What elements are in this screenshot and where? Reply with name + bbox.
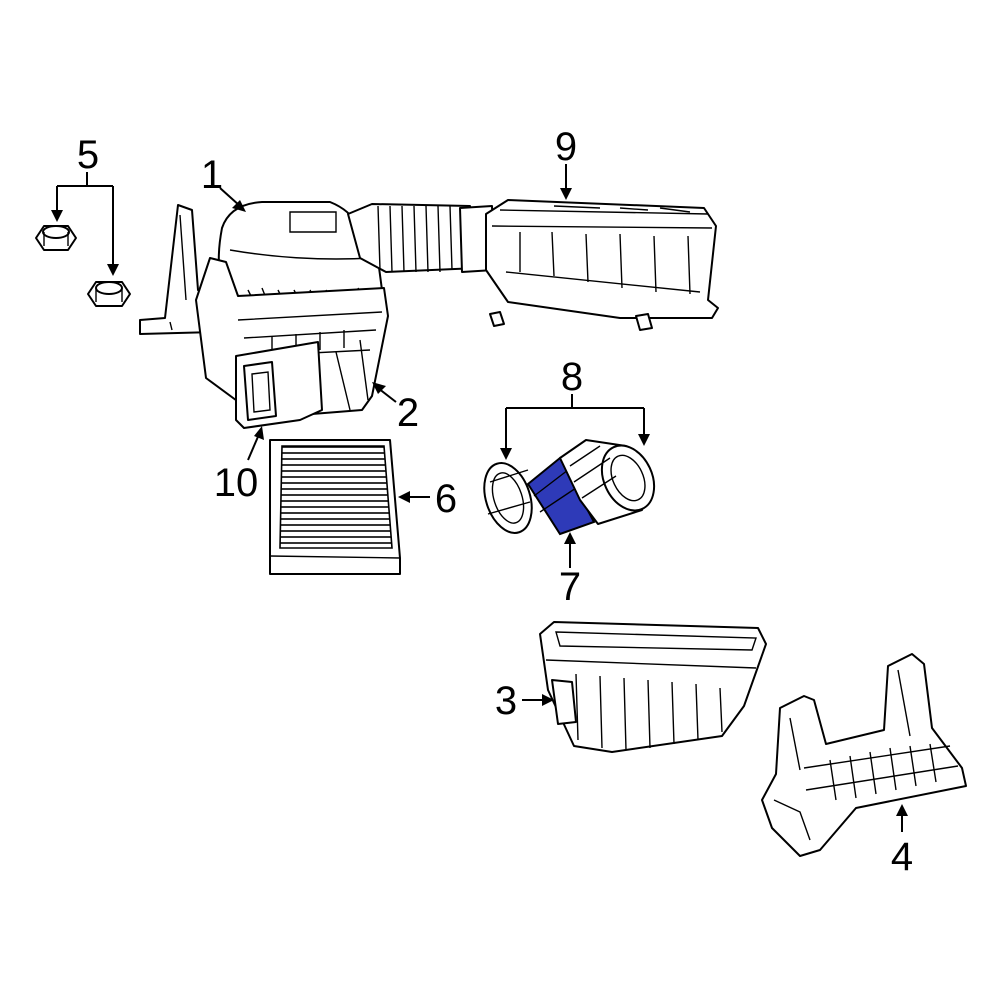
part-10-inlet-duct[interactable] — [235, 341, 323, 429]
callout-9: 9 — [555, 125, 577, 169]
leader-lines — [51, 164, 908, 832]
part-9-outlet-duct[interactable] — [347, 199, 719, 331]
callout-7: 7 — [559, 565, 581, 609]
callout-8: 8 — [561, 355, 583, 399]
part-3-lower-housing[interactable] — [539, 621, 767, 753]
part-4-tray[interactable] — [761, 653, 967, 857]
part-5-nut-upper[interactable] — [35, 225, 77, 251]
part-7-hose[interactable] — [526, 456, 596, 536]
part-8-clamp-left[interactable] — [476, 457, 540, 539]
callout-10: 10 — [214, 461, 259, 505]
part-2-air-cleaner-housing[interactable] — [335, 339, 369, 411]
part-8-clamp-right[interactable] — [559, 437, 664, 525]
callout-1: 1 — [201, 153, 223, 197]
part-5-nut-lower[interactable] — [87, 281, 131, 307]
callout-3: 3 — [495, 679, 517, 723]
part-6-air-filter[interactable] — [269, 439, 401, 575]
callout-2: 2 — [397, 391, 419, 435]
callout-5: 5 — [77, 133, 99, 177]
callout-4: 4 — [891, 835, 913, 879]
callout-6: 6 — [435, 477, 457, 521]
